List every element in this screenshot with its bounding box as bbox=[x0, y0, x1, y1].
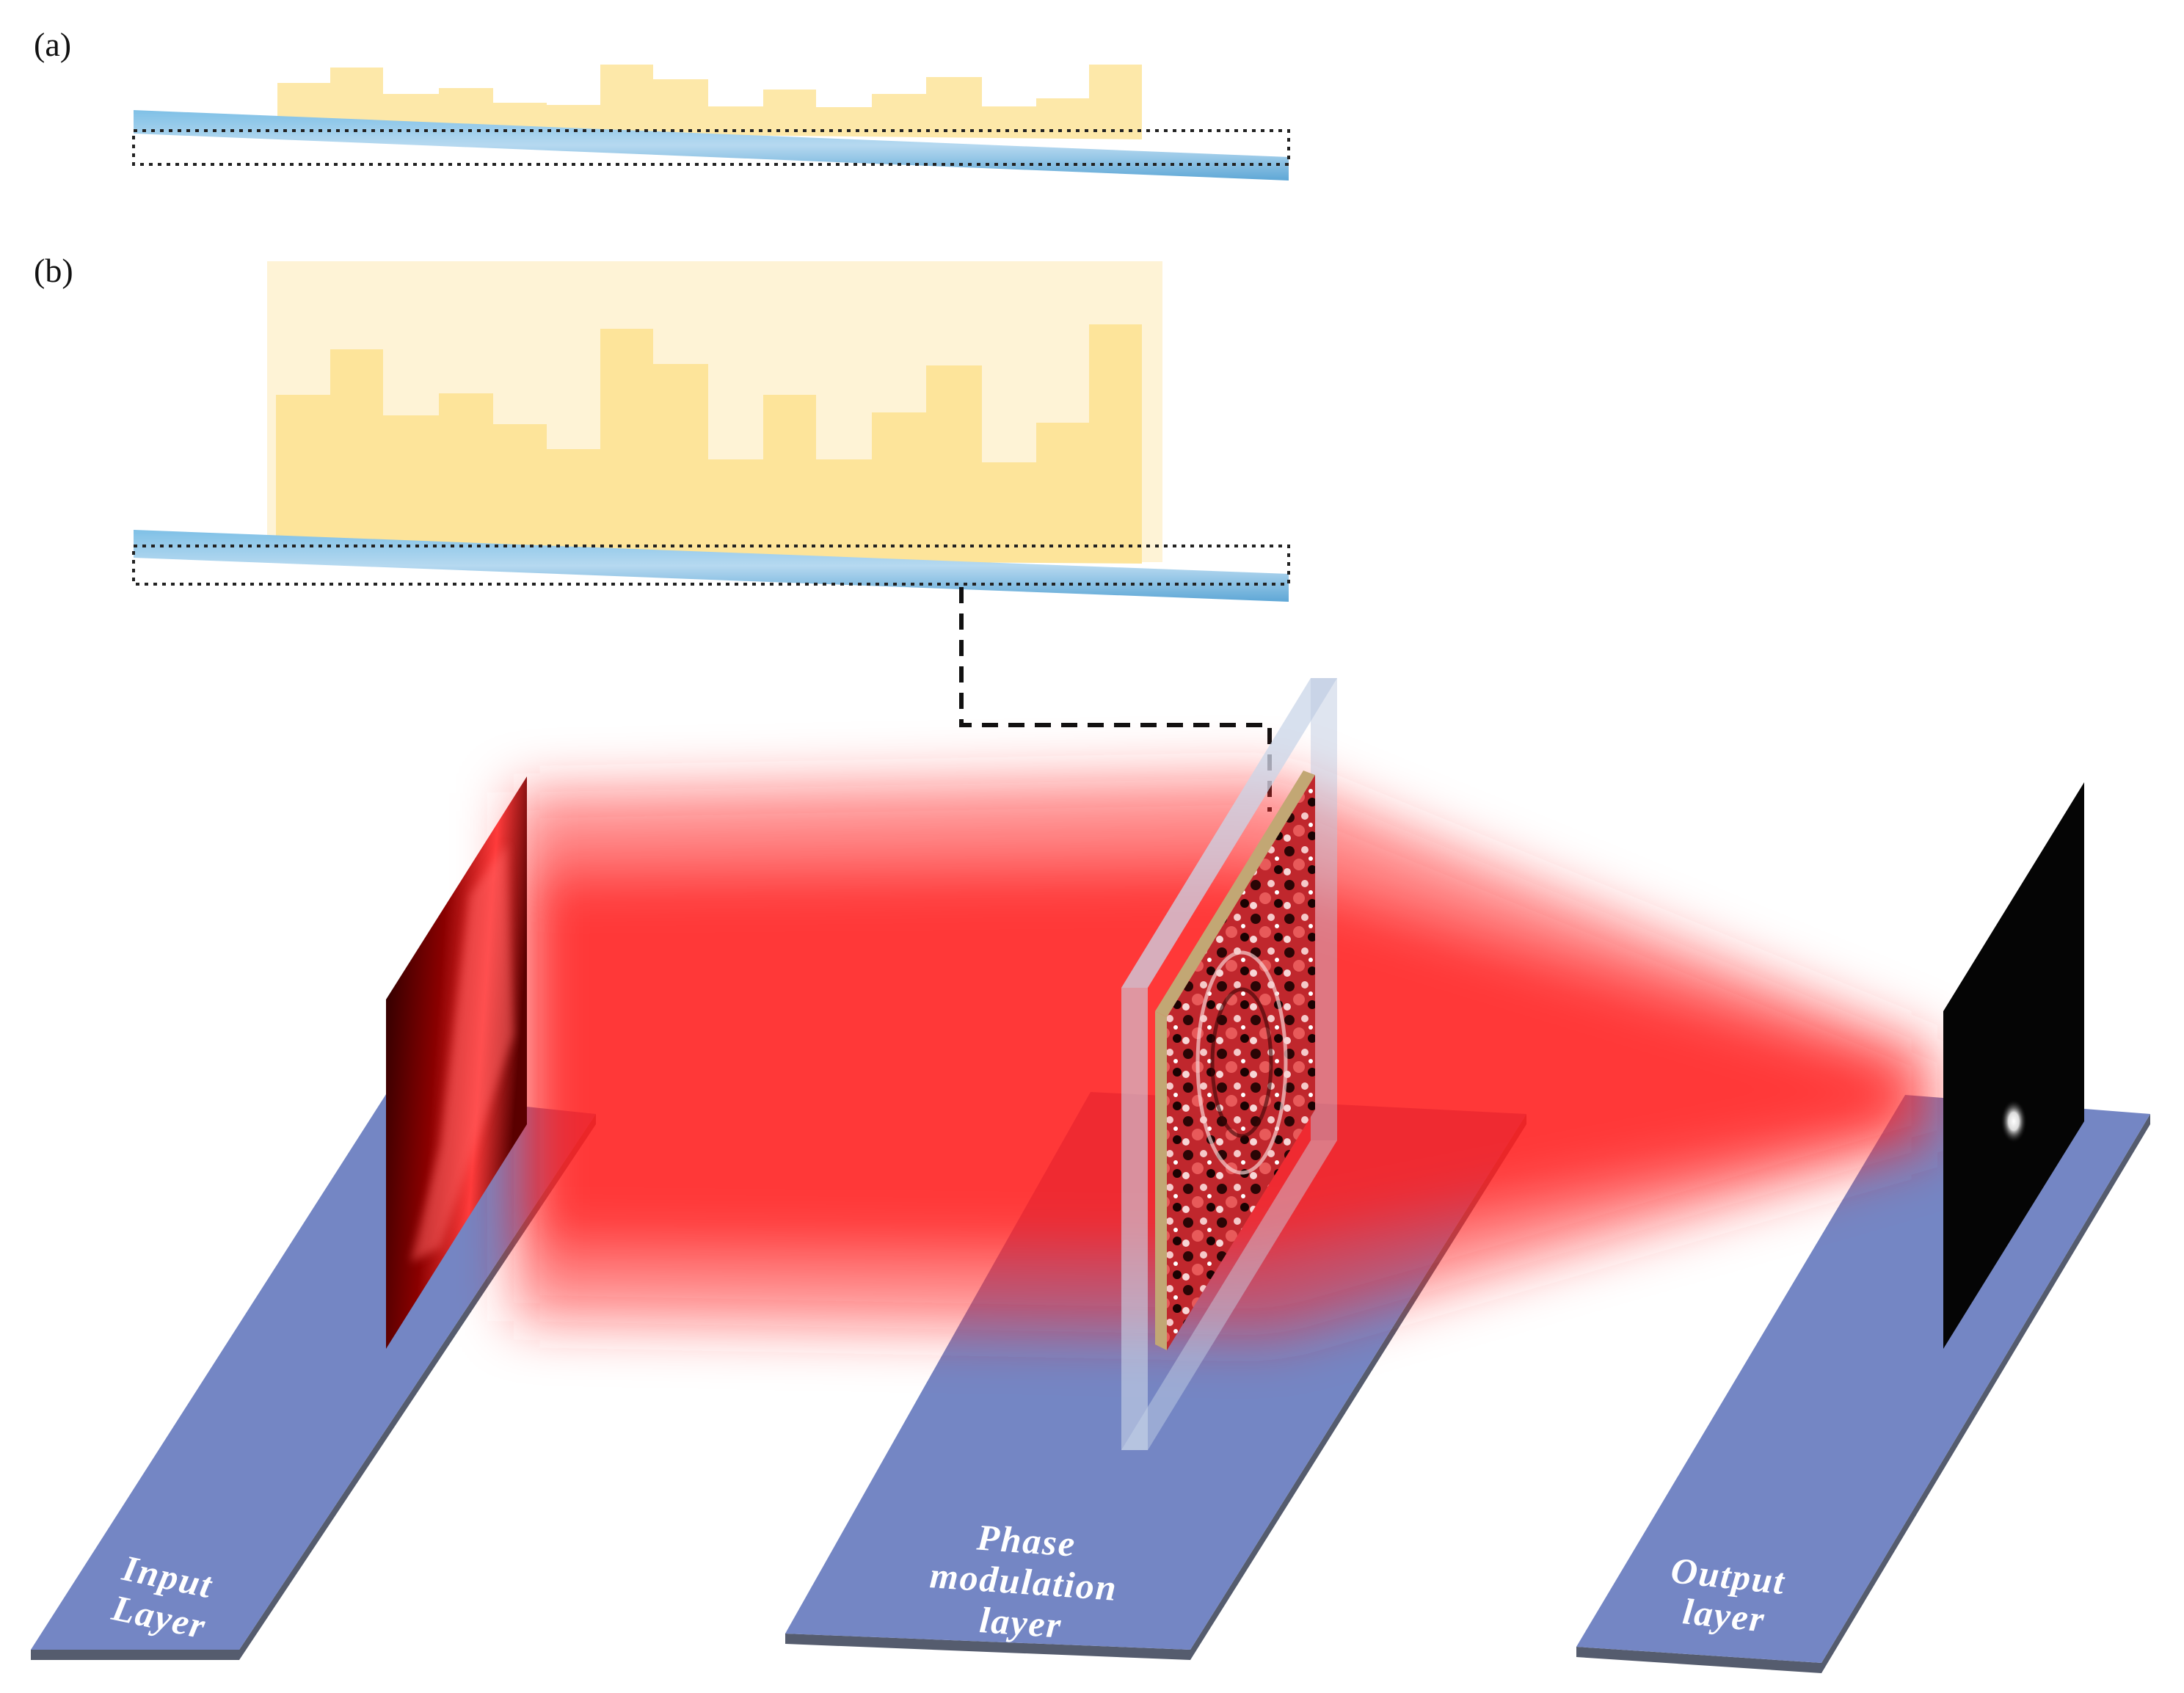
phase-layer-label-line1: Phase bbox=[975, 1516, 1078, 1564]
panel-a-phase-relief bbox=[277, 65, 1142, 139]
phase-layer-label-line3: layer bbox=[978, 1599, 1063, 1646]
output-layer-label-line2: layer bbox=[1681, 1590, 1767, 1639]
panel-a-label: (a) bbox=[34, 26, 71, 63]
phase-glass-slab bbox=[1121, 678, 1337, 1450]
panel-b-label: (b) bbox=[34, 252, 73, 289]
input-image-plane bbox=[386, 776, 527, 1349]
panel-a-metasurface bbox=[132, 65, 1290, 181]
panel-b-dotted-box bbox=[132, 545, 1290, 586]
panel-b-metasurface bbox=[132, 261, 1290, 812]
zoom-connector-line bbox=[959, 587, 1272, 812]
panel-a-dotted-box bbox=[132, 129, 1290, 166]
phase-mask-plane bbox=[1155, 771, 1315, 1350]
panel-a-substrate bbox=[134, 110, 1289, 181]
output-layer-label: Output layer bbox=[1669, 1549, 1788, 1639]
input-platform bbox=[31, 1092, 596, 1660]
output-image-plane bbox=[1943, 782, 2084, 1349]
panel-b-phase-relief bbox=[276, 324, 1142, 564]
